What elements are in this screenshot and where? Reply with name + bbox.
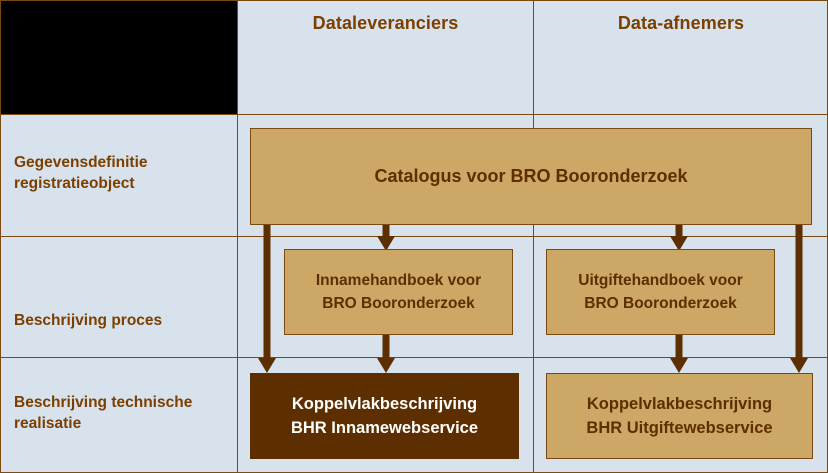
arrow-uitgiftehandboek-to-koppelvlak-uitgifte [669,335,688,373]
box-uitgiftehandboek-line2: BRO Booronderzoek [584,295,737,312]
row-label-beschrijving-proces: Beschrijving proces [14,312,163,329]
box-innamehandboek-line1: Innamehandboek voor [315,272,482,289]
grid-line-row2-bottom [0,357,828,358]
arrow-catalogus-to-innamehandboek [376,225,395,251]
box-uitgiftehandboek-line1: Uitgiftehandboek voor [578,272,743,289]
arrow-innamehandboek-to-koppelvlak-inname [376,335,395,373]
box-catalogus[interactable]: Catalogus voor BRO Booronderzoek [250,128,812,225]
box-uitgiftehandboek[interactable]: Uitgiftehandboek voor BRO Booronderzoek [546,249,775,335]
box-koppelvlak-uitgifte-line2: BHR Uitgiftewebservice [586,419,773,437]
grid-line-col1-right [237,0,238,473]
arrow-catalogus-to-koppelvlak-uitgifte [789,225,808,373]
column-header-dataleveranciers: Dataleveranciers [312,13,459,33]
arrow-catalogus-to-koppelvlak-inname [257,225,276,373]
box-koppelvlak-uitgifte-line1: Koppelvlakbeschrijving [586,395,773,413]
box-koppelvlak-inname[interactable]: Koppelvlakbeschrijving BHR Innamewebserv… [250,373,519,459]
grid-line-header-bottom [0,114,828,115]
row-label-gegevensdefinitie: Gegevensdefinitie registratieobject [14,154,148,192]
grid-line-row1-bottom [0,236,828,237]
grid-line-top [0,0,828,1]
box-koppelvlak-uitgifte[interactable]: Koppelvlakbeschrijving BHR Uitgiftewebse… [546,373,813,459]
box-innamehandboek-line2: BRO Booronderzoek [322,295,475,312]
box-koppelvlak-inname-line2: BHR Innamewebservice [290,419,479,437]
grid-line-left [0,0,1,473]
box-catalogus-label: Catalogus voor BRO Booronderzoek [374,166,688,186]
row-label-beschrijving-technische-realisatie: Beschrijving technische realisatie [14,394,193,432]
box-innamehandboek[interactable]: Innamehandboek voor BRO Booronderzoek [284,249,513,335]
empty-corner-cell [0,0,237,114]
column-header-data-afnemers: Data-afnemers [617,13,745,33]
grid-line-col2-right [533,0,534,473]
arrow-catalogus-to-uitgiftehandboek [669,225,688,251]
box-koppelvlak-inname-line1: Koppelvlakbeschrijving [291,395,478,413]
